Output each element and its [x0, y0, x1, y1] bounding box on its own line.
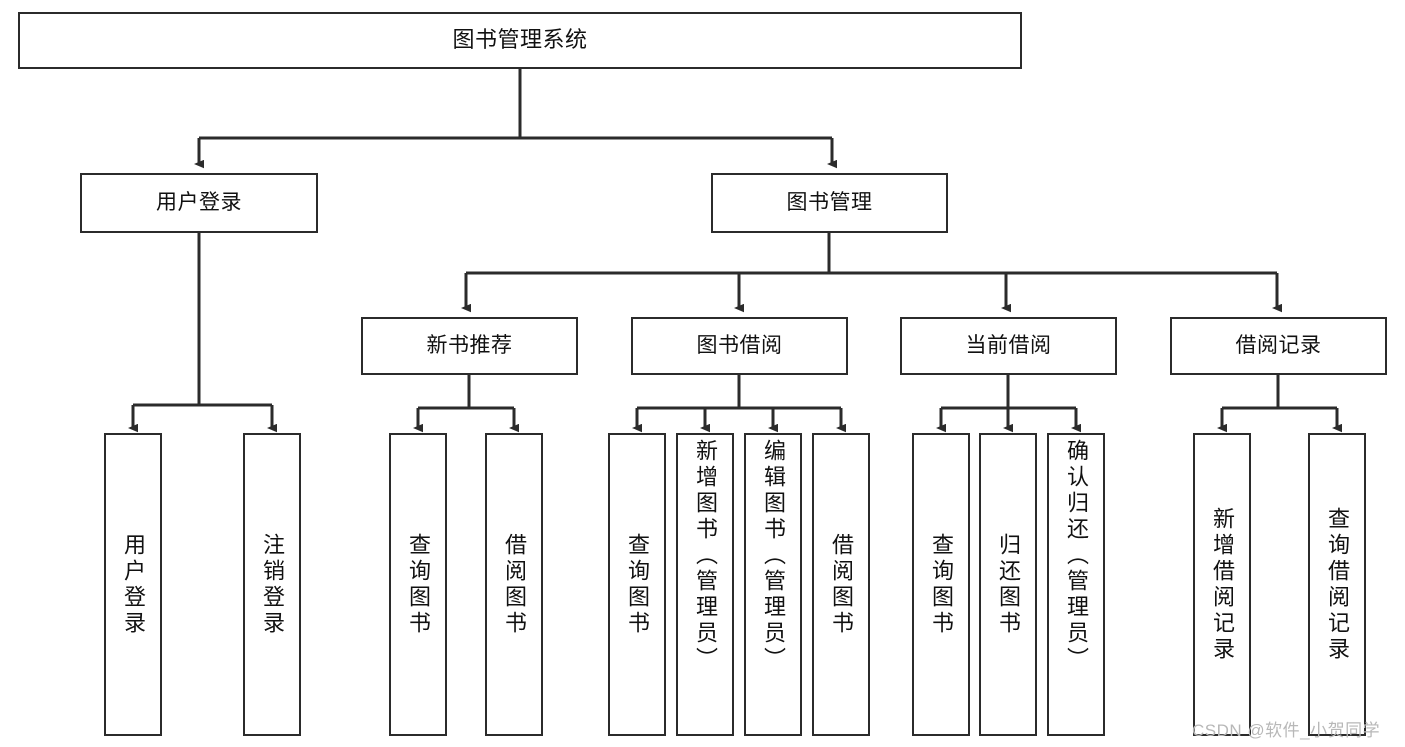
leaf-recommend-borrow-book[interactable]: 借阅图书: [485, 433, 543, 736]
leaf-add-book-admin[interactable]: 新增图书（管理员）: [676, 433, 734, 736]
leaf-edit-book-admin[interactable]: 编辑图书（管理员）: [744, 433, 802, 736]
node-root-system[interactable]: 图书管理系统: [18, 12, 1022, 69]
leaf-return-book[interactable]: 归还图书: [979, 433, 1037, 736]
node-label: 编辑图书（管理员）: [761, 439, 786, 673]
node-label: 图书借阅: [696, 334, 783, 358]
node-label: 新书推荐: [426, 334, 513, 358]
node-label: 注销登录: [260, 532, 285, 637]
node-label: 借阅图书: [829, 532, 854, 637]
node-label: 查询借阅记录: [1325, 506, 1350, 663]
node-label: 图书管理: [786, 191, 873, 215]
node-label: 新增借阅记录: [1210, 506, 1235, 663]
node-label: 查询图书: [929, 532, 954, 637]
node-label: 查询图书: [625, 532, 650, 637]
node-current-borrow[interactable]: 当前借阅: [900, 317, 1117, 375]
node-label: 确认归还（管理员）: [1064, 439, 1089, 673]
node-label: 用户登录: [121, 532, 146, 637]
leaf-recommend-query-book[interactable]: 查询图书: [389, 433, 447, 736]
leaf-borrow-query-book[interactable]: 查询图书: [608, 433, 666, 736]
node-borrow-record[interactable]: 借阅记录: [1170, 317, 1387, 375]
node-label: 用户登录: [156, 191, 242, 215]
leaf-add-borrow-record[interactable]: 新增借阅记录: [1193, 433, 1251, 736]
node-label: 新增图书（管理员）: [693, 439, 718, 673]
csdn-watermark: CSDN @软件_小贺同学: [1192, 721, 1381, 740]
node-label: 查询图书: [406, 532, 431, 637]
node-book-borrow[interactable]: 图书借阅: [631, 317, 848, 375]
node-label: 归还图书: [996, 532, 1021, 637]
node-new-book-recommend[interactable]: 新书推荐: [361, 317, 578, 375]
node-label: 借阅记录: [1235, 334, 1322, 358]
leaf-current-query-book[interactable]: 查询图书: [912, 433, 970, 736]
leaf-borrow-borrow-book[interactable]: 借阅图书: [812, 433, 870, 736]
node-label: 当前借阅: [965, 334, 1052, 358]
node-book-management[interactable]: 图书管理: [711, 173, 948, 233]
node-user-login[interactable]: 用户登录: [80, 173, 318, 233]
leaf-logout[interactable]: 注销登录: [243, 433, 301, 736]
leaf-confirm-return-admin[interactable]: 确认归还（管理员）: [1047, 433, 1105, 736]
leaf-query-borrow-record[interactable]: 查询借阅记录: [1308, 433, 1366, 736]
node-label: 借阅图书: [502, 532, 527, 637]
node-label: 图书管理系统: [452, 27, 588, 53]
leaf-user-login[interactable]: 用户登录: [104, 433, 162, 736]
